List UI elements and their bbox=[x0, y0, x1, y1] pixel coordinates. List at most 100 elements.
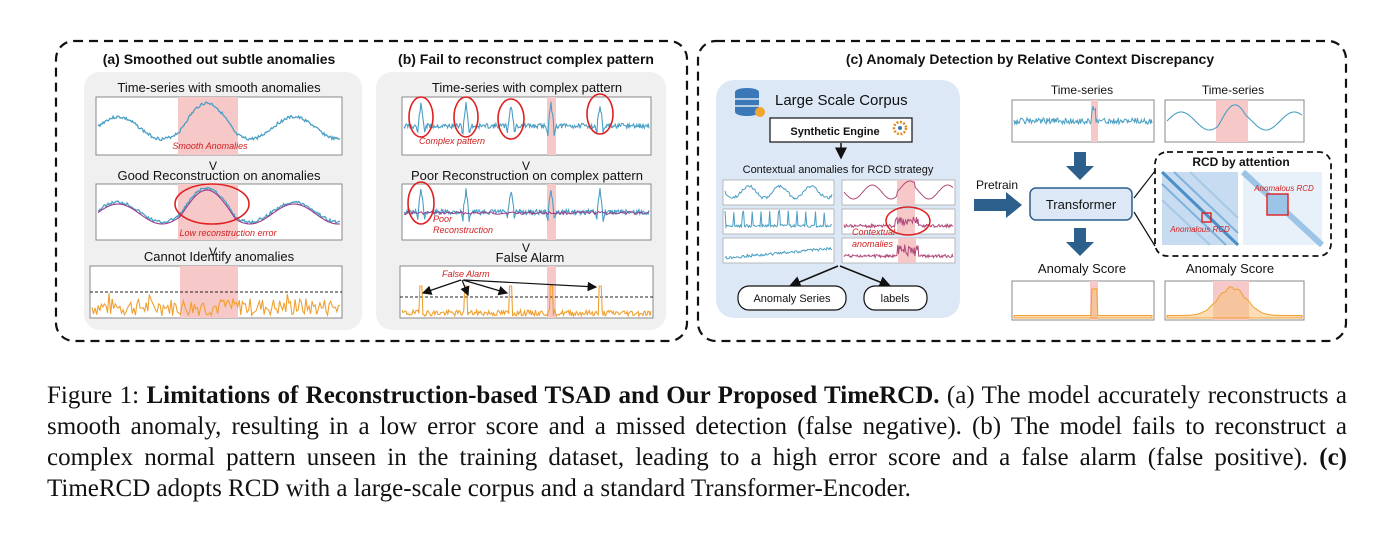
attention-map bbox=[1160, 170, 1240, 247]
anomaly-shade bbox=[547, 97, 556, 155]
highlight-ellipse bbox=[408, 96, 434, 138]
panel-b-row2-label: Poor Reconstruction on complex pattern bbox=[411, 168, 643, 183]
series-label-1: Time-series bbox=[1051, 83, 1113, 97]
anomaly-shade bbox=[547, 266, 556, 318]
anomaly-shade bbox=[180, 266, 238, 318]
flow-arrow bbox=[839, 265, 892, 288]
series-line bbox=[724, 246, 833, 260]
engine-box bbox=[769, 117, 913, 143]
panel-b-score-box bbox=[399, 265, 654, 319]
anomaly-shade bbox=[1091, 100, 1098, 142]
score-label-2: Anomaly Score bbox=[1186, 261, 1274, 276]
anomaly-series-label: Anomaly Series bbox=[753, 293, 831, 305]
caption-body-c: TimeRCD adopts RCD with a large-scale co… bbox=[47, 475, 911, 502]
panel-a-title: (a) Smoothed out subtle anomalies bbox=[103, 51, 336, 67]
transformer-box bbox=[1029, 187, 1133, 221]
down-arrow bbox=[1066, 228, 1094, 256]
low-error-tag: Low reconstruction error bbox=[179, 228, 277, 238]
poor-recon-tag: Poor bbox=[433, 214, 453, 224]
down-arrow bbox=[1066, 152, 1094, 180]
panel-a-row2-label: Good Reconstruction on anomalies bbox=[117, 168, 321, 183]
arrow-down: V bbox=[522, 159, 530, 173]
caption-label-c: (c) bbox=[1319, 444, 1347, 471]
transformer-label: Transformer bbox=[1046, 197, 1117, 212]
rcd-title: RCD by attention bbox=[1192, 155, 1289, 169]
connector-line bbox=[1133, 170, 1156, 199]
series-line bbox=[843, 244, 954, 260]
poor-recon-tag: Reconstruction bbox=[433, 225, 493, 235]
attention-map bbox=[1240, 169, 1325, 248]
gear-icon bbox=[892, 120, 908, 136]
arrow-down: V bbox=[522, 241, 530, 255]
series-line bbox=[724, 209, 833, 229]
alarm-arrow bbox=[463, 279, 598, 292]
panel-a-row3-label: Cannot Identify anomalies bbox=[144, 249, 295, 264]
series-line bbox=[843, 216, 954, 229]
score-area bbox=[1013, 288, 1153, 319]
series-line bbox=[403, 187, 650, 222]
score-line bbox=[91, 293, 341, 318]
anomaly-shade bbox=[898, 238, 916, 263]
pretrain-label: Pretrain bbox=[976, 178, 1018, 192]
corpus-sample bbox=[722, 237, 835, 264]
series-label-2: Time-series bbox=[1202, 83, 1264, 97]
panel-b-row3-label: False Alarm bbox=[496, 250, 565, 265]
rcd-frame bbox=[1154, 151, 1332, 257]
anomaly-shade bbox=[178, 97, 238, 155]
panel-c-title: (c) Anomaly Detection by Relative Contex… bbox=[846, 51, 1214, 67]
reconstruction-line bbox=[97, 189, 341, 225]
anomaly-series-pill bbox=[737, 285, 847, 311]
pretrain-arrow bbox=[974, 192, 1022, 218]
caption-prefix: Figure 1: bbox=[47, 382, 147, 409]
contextual-label: Contextual anomalies for RCD strategy bbox=[743, 164, 934, 176]
anomaly-shade bbox=[547, 184, 556, 240]
contextual-tag: anomalies bbox=[852, 239, 894, 249]
flow-arrow bbox=[788, 265, 839, 288]
reconstruction-line bbox=[403, 210, 650, 216]
series-line bbox=[1166, 104, 1303, 131]
highlight-ellipse bbox=[885, 206, 931, 236]
score-line bbox=[401, 285, 652, 318]
engine-label: Synthetic Engine bbox=[790, 126, 879, 138]
rcd-tag: Anomalous RCD bbox=[1169, 225, 1230, 234]
highlight-ellipse bbox=[407, 181, 435, 225]
corpus-label: Large Scale Corpus bbox=[775, 92, 908, 109]
anomaly-shade bbox=[178, 184, 238, 240]
alarm-arrow bbox=[462, 279, 509, 296]
caption-title: Limitations of Reconstruction-based TSAD… bbox=[146, 382, 940, 409]
smooth-anomaly-tag: Smooth Anomalies bbox=[172, 141, 248, 151]
panel-a-row1-label: Time-series with smooth anomalies bbox=[117, 80, 321, 95]
score-label-1: Anomaly Score bbox=[1038, 261, 1126, 276]
contextual-tag: Contextual bbox=[852, 227, 896, 237]
highlight-ellipse bbox=[174, 183, 250, 225]
highlight-ellipse bbox=[453, 96, 479, 138]
complex-pattern-tag: Complex pattern bbox=[419, 136, 485, 146]
labels-pill bbox=[863, 285, 928, 311]
series-line bbox=[724, 184, 833, 200]
false-alarm-tag: False Alarm bbox=[442, 269, 490, 279]
database-icon bbox=[735, 88, 765, 117]
arrow-down: V bbox=[209, 159, 217, 173]
series-line bbox=[1013, 105, 1153, 126]
series-line bbox=[97, 101, 341, 142]
anomaly-shade bbox=[897, 180, 915, 205]
series-line bbox=[843, 180, 954, 200]
highlight-ellipse bbox=[586, 93, 614, 135]
arrow-down: V bbox=[209, 245, 217, 259]
rcd-tag: Anomalous RCD bbox=[1253, 184, 1314, 193]
connector-line bbox=[1133, 211, 1156, 247]
figure-caption: Figure 1: Limitations of Reconstruction-… bbox=[47, 380, 1347, 504]
highlight-ellipse bbox=[497, 98, 525, 140]
panel-b-row1-label: Time-series with complex pattern bbox=[432, 80, 622, 95]
panel-b-title: (b) Fail to reconstruct complex pattern bbox=[398, 51, 654, 67]
score-area bbox=[1166, 286, 1303, 319]
series-line bbox=[97, 186, 341, 225]
score-box bbox=[1011, 280, 1155, 321]
alarm-arrow bbox=[421, 279, 462, 295]
labels-label: labels bbox=[881, 293, 910, 305]
caption-body-a: (a) The model accurately reconstructs a … bbox=[47, 382, 1347, 471]
figure-diagram: (a) Smoothed out subtle anomalies Time-s… bbox=[54, 39, 1348, 343]
series-line bbox=[403, 101, 650, 137]
alarm-arrow bbox=[460, 279, 470, 297]
